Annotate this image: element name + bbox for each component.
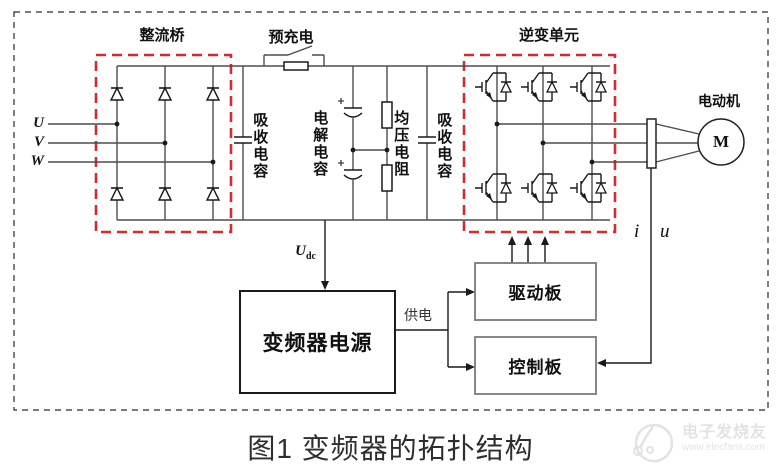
component-symbols <box>234 61 745 192</box>
absorb-capacitor-right <box>418 136 436 144</box>
igbt-emitter-arrow <box>532 193 538 200</box>
arrowheads <box>321 236 606 371</box>
power-supply-box <box>239 290 396 394</box>
diode-symbol <box>205 86 221 101</box>
watermark-logo-icon <box>633 423 674 463</box>
precharge-resistor <box>283 61 309 71</box>
plus-sign-bottom <box>338 160 344 166</box>
freewheel-diode <box>499 80 513 93</box>
freewheel-diode <box>594 181 608 194</box>
igbt-emitter-arrow <box>486 92 492 99</box>
gate-arrow-1 <box>508 236 516 245</box>
phase-u-label: U <box>33 115 44 131</box>
plus-sign-top <box>338 98 344 104</box>
motor-symbol: M <box>712 132 730 151</box>
electrolytic-capacitor-top <box>343 107 363 118</box>
udc-base: U <box>295 243 306 259</box>
junction-dot <box>162 140 168 146</box>
motor-label: 电动机 <box>698 93 740 109</box>
voltage-label: u <box>660 221 670 242</box>
motor-circle <box>697 118 745 166</box>
control-board-box <box>474 336 597 395</box>
watermark-url: www.elecfans.com <box>682 442 765 454</box>
igbt-emitter-arrow <box>581 92 587 99</box>
diode-symbol <box>109 86 125 101</box>
gate-arrow-2 <box>524 236 532 245</box>
udc-label: Udc <box>282 243 316 262</box>
junction-dot <box>350 147 356 153</box>
supply-label: 供电 <box>404 307 432 323</box>
inverter-label: 逆变单元 <box>518 27 579 44</box>
junction-dot <box>114 121 120 127</box>
outer-dashed-border <box>13 11 769 411</box>
electrolytic-capacitor-bottom <box>343 169 363 180</box>
diode-symbol <box>157 186 173 201</box>
freewheel-diode <box>545 181 559 194</box>
driver-board-label: 驱动板 <box>508 284 563 303</box>
absorb-cap-right-label: 吸收电容 <box>435 112 453 180</box>
diode-symbol <box>109 186 125 201</box>
precharge-label: 预充电 <box>268 29 314 46</box>
absorb-capacitor-left <box>234 136 252 144</box>
gate-arrow-3 <box>541 236 549 245</box>
feedback-arrow <box>597 359 606 367</box>
inverter-unit-box <box>462 53 617 234</box>
diode-symbol <box>157 86 173 101</box>
absorb-cap-left-label: 吸收电容 <box>251 112 269 180</box>
control-board-label: 控制板 <box>508 358 563 377</box>
junction-dot <box>589 159 595 165</box>
watermark-brand: 电子发烧友 <box>682 424 768 441</box>
watermark: 电子发烧友 www.elecfans.com <box>628 420 778 470</box>
igbt-emitter-arrow <box>581 193 587 200</box>
igbt-emitter-arrow <box>532 92 538 99</box>
current-label: i <box>634 221 640 242</box>
sensor-block <box>646 118 657 169</box>
function-boxes <box>239 262 597 395</box>
freewheel-diode <box>499 181 513 194</box>
freewheel-diode <box>594 80 608 93</box>
supply-arrow-driver <box>466 288 475 296</box>
junction-dot <box>494 121 500 127</box>
figure-caption: 图1 变频器的拓扑结构 <box>247 433 534 464</box>
phase-v-label: V <box>33 134 44 150</box>
diode-symbol <box>205 186 221 201</box>
junction-dot <box>210 159 216 165</box>
phase-w-label: W <box>30 153 44 169</box>
freewheel-diode <box>545 80 559 93</box>
power-supply-label: 变频器电源 <box>262 332 373 355</box>
junction-dot <box>540 140 546 146</box>
junction-dot <box>384 147 390 153</box>
balance-resistor-label: 均压电阻 <box>392 110 410 178</box>
udc-arrow <box>321 281 329 290</box>
igbt-emitter-arrow <box>486 193 492 200</box>
electrolytic-cap-label: 电解电容 <box>311 110 329 178</box>
balance-resistor-top <box>381 101 393 129</box>
driver-board-box <box>474 262 597 321</box>
udc-sub: dc <box>306 251 316 262</box>
rectifier-label: 整流桥 <box>139 27 185 44</box>
generated-symbols <box>109 72 608 203</box>
supply-arrow-control <box>466 363 475 371</box>
balance-resistor-bottom <box>381 164 393 192</box>
